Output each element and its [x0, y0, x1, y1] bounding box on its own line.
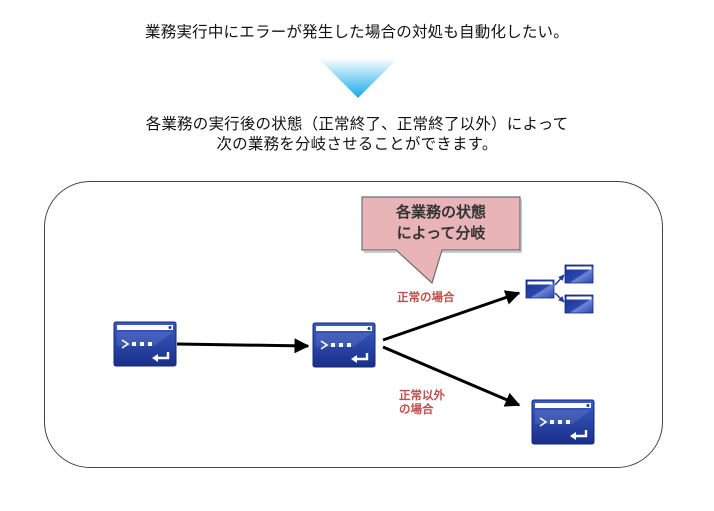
job-flow-icon — [525, 264, 594, 314]
branch-label-other-line-2: の場合 — [399, 402, 434, 416]
arrow-normal-branch — [382, 290, 521, 342]
description: 各業務の実行後の状態（正常終了、正常終了以外）によって 次の業務を分岐させること… — [0, 114, 714, 154]
job-node-branch[interactable] — [311, 321, 377, 369]
branch-label-other-line-1: 正常以外 — [399, 388, 445, 402]
callout-text: 各業務の状態 によって分岐 — [362, 202, 520, 244]
page-title: 業務実行中にエラーが発生した場合の対処も自動化したい。 — [145, 23, 569, 41]
job-node-start[interactable] — [112, 320, 178, 368]
branch-label-normal: 正常の場合 — [397, 290, 455, 304]
callout-bubble — [361, 196, 522, 285]
terminal-window-icon — [311, 321, 377, 369]
terminal-window-icon — [112, 320, 178, 368]
branch-label-other: 正常以外 の場合 — [399, 388, 445, 416]
job-node-normal[interactable] — [525, 264, 594, 314]
description-line-2: 次の業務を分岐させることができます。 — [216, 135, 498, 153]
arrow-start-to-job — [176, 338, 310, 354]
arrow-other-branch — [382, 345, 521, 407]
callout-line-2: によって分岐 — [396, 224, 486, 242]
description-line-1: 各業務の実行後の状態（正常終了、正常終了以外）によって — [145, 115, 569, 133]
diagram-frame — [44, 181, 663, 468]
callout-line-1: 各業務の状態 — [395, 203, 486, 221]
down-arrow-icon — [318, 58, 398, 98]
terminal-window-icon — [530, 398, 596, 446]
job-node-other[interactable] — [530, 398, 596, 446]
